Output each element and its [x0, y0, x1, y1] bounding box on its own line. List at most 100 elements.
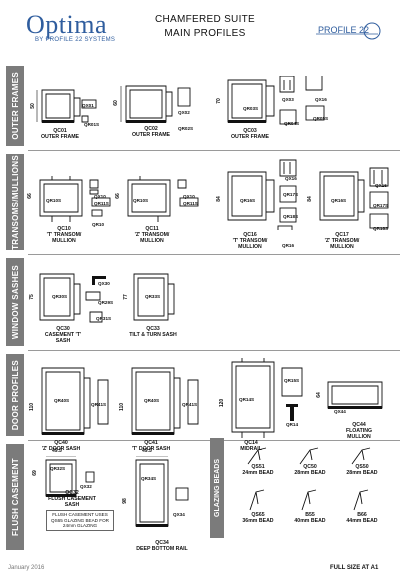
qc17-part-3: QR17S — [373, 203, 389, 208]
footer-date: January 2016 — [8, 565, 45, 571]
qc10-part-1: QR10S — [46, 198, 62, 203]
qc01-part-1: QX01 — [82, 103, 94, 108]
brand-logo-text: PROFILE 22 — [318, 25, 369, 35]
bead-b55-icon — [301, 489, 317, 511]
bead-b66-icon — [353, 489, 369, 511]
qc17-label: QC17'Z' TRANSOM/ MULLION — [324, 232, 360, 251]
qc10-drawing — [39, 176, 111, 222]
logo-subtitle: BY PROFILE 22 SYSTEMS — [35, 37, 116, 43]
qc03-part-4: QR04S — [284, 121, 300, 126]
qc10-part-2: QX10 — [94, 194, 106, 199]
qc30-part-3: QR29S — [98, 300, 114, 305]
qc16-drawing — [227, 159, 297, 230]
qc01-dim: 50 — [29, 103, 36, 109]
divider — [28, 350, 400, 351]
qc01-drawing — [36, 89, 97, 123]
qc11-part-1: QR10S — [133, 198, 149, 203]
qc10-dim: 66 — [26, 193, 33, 199]
band-door-profiles: DOOR PROFILES — [6, 354, 24, 436]
qc16-part-1: QR16S — [240, 198, 256, 203]
qc10-part-4: QR10 — [92, 222, 105, 227]
qc02-part-1: QX02 — [178, 110, 190, 115]
qc16-part-2: QX16 — [285, 176, 297, 181]
qc14-part-2: QR15S — [284, 378, 300, 383]
qc41-drawing — [131, 367, 199, 435]
qc30-drawing — [39, 273, 106, 323]
qc16-dim: 84 — [215, 196, 222, 202]
qc33-dim: 77 — [122, 294, 129, 300]
qc40-label: QC40'Z' DOOR SASH — [41, 440, 81, 453]
qc40-part-2: QR41S — [91, 402, 107, 407]
qc32-part-2: QX32 — [80, 484, 92, 489]
qc11-label: QC11'Z' TRANSOM/ MULLION — [134, 226, 170, 245]
qc17-part-2: QX16 — [375, 183, 387, 188]
divider — [28, 254, 400, 255]
qc16-part-4: QR18S — [283, 214, 299, 219]
qc03-part-2: QX03 — [282, 97, 294, 102]
qc41-dim: 110 — [119, 402, 126, 412]
qc32-drawing — [45, 456, 95, 497]
qc03-part-1: QR03S — [243, 106, 259, 111]
qc02-part-2: QR02S — [178, 126, 194, 131]
footer-size: FULL SIZE AT A1 — [330, 565, 379, 571]
qc16-part-5: QR16 — [282, 243, 295, 248]
qc30-part-4: QR31S — [96, 316, 112, 321]
qc14-part-3: QR14 — [286, 422, 299, 427]
qc30-part-2: QX30 — [98, 281, 110, 286]
qc32-dim-h: 69 — [31, 470, 38, 476]
qc33-drawing — [133, 273, 175, 321]
qc11-dim: 66 — [114, 193, 121, 199]
qc14-part-1: QR14S — [239, 397, 255, 402]
qc34-dim-h: 98 — [121, 498, 128, 504]
band-window-sashes: WINDOW SASHES — [6, 258, 24, 346]
band-transoms-mullions: TRANSOMS/MULLIONS — [6, 154, 24, 250]
bead-qc50-icon — [299, 447, 319, 465]
qc03-drawing — [227, 76, 325, 125]
qc44-dim: 64 — [315, 392, 322, 398]
qc41-label: QC41'T' DOOR SASH — [131, 440, 171, 453]
qc30-part-1: QR30S — [52, 294, 68, 299]
qc41-part-1: QR40S — [144, 398, 160, 403]
qc02-drawing — [120, 85, 191, 123]
qc44-part-1: QX44 — [334, 409, 346, 414]
qc03-dim: 70 — [215, 98, 222, 104]
bead-qs65-icon — [249, 489, 265, 511]
qc17-drawing — [319, 167, 389, 229]
qc10-part-3: QR11S — [94, 201, 109, 206]
qc34-dim-w: 49.5 — [142, 448, 152, 454]
qc44-drawing — [327, 381, 383, 409]
band-glazing-beads: GLAZING BEADS — [210, 438, 224, 538]
qc33-part-1: QR33S — [145, 294, 161, 299]
band-outer-frames: OUTER FRAMES — [6, 66, 24, 146]
qc40-drawing — [41, 367, 109, 435]
qc11-part-3: QR11S — [183, 201, 198, 206]
qc16-label: QC16'T' TRANSOM/ MULLION — [232, 232, 268, 251]
qc34-part-1: QR34S — [141, 476, 157, 481]
qc40-part-1: QR40S — [54, 398, 70, 403]
page-title-line2: MAIN PROFILES — [164, 28, 246, 39]
qc14-dim: 120 — [219, 398, 226, 408]
optima-logo: Optima — [26, 10, 107, 39]
profile22-logo: PROFILE 22 — [316, 22, 381, 40]
qc11-drawing — [127, 176, 199, 222]
qc10-label: QC10'T' TRANSOM/ MULLION — [46, 226, 82, 245]
flush-note: FLUSH CASEMENT USES QS65 GLAZING BEAD FO… — [46, 510, 114, 531]
qc32-part-1: QR32S — [50, 466, 66, 471]
bead-qs51-icon — [247, 447, 267, 465]
qc03-part-3: QX16 — [315, 97, 327, 102]
qc16-part-3: QR17S — [283, 192, 299, 197]
page-title-line1: CHAMFERED SUITE — [154, 14, 256, 25]
band-flush-casement: FLUSH CASEMENT — [6, 444, 24, 550]
qc17-dim: 84 — [306, 196, 313, 202]
